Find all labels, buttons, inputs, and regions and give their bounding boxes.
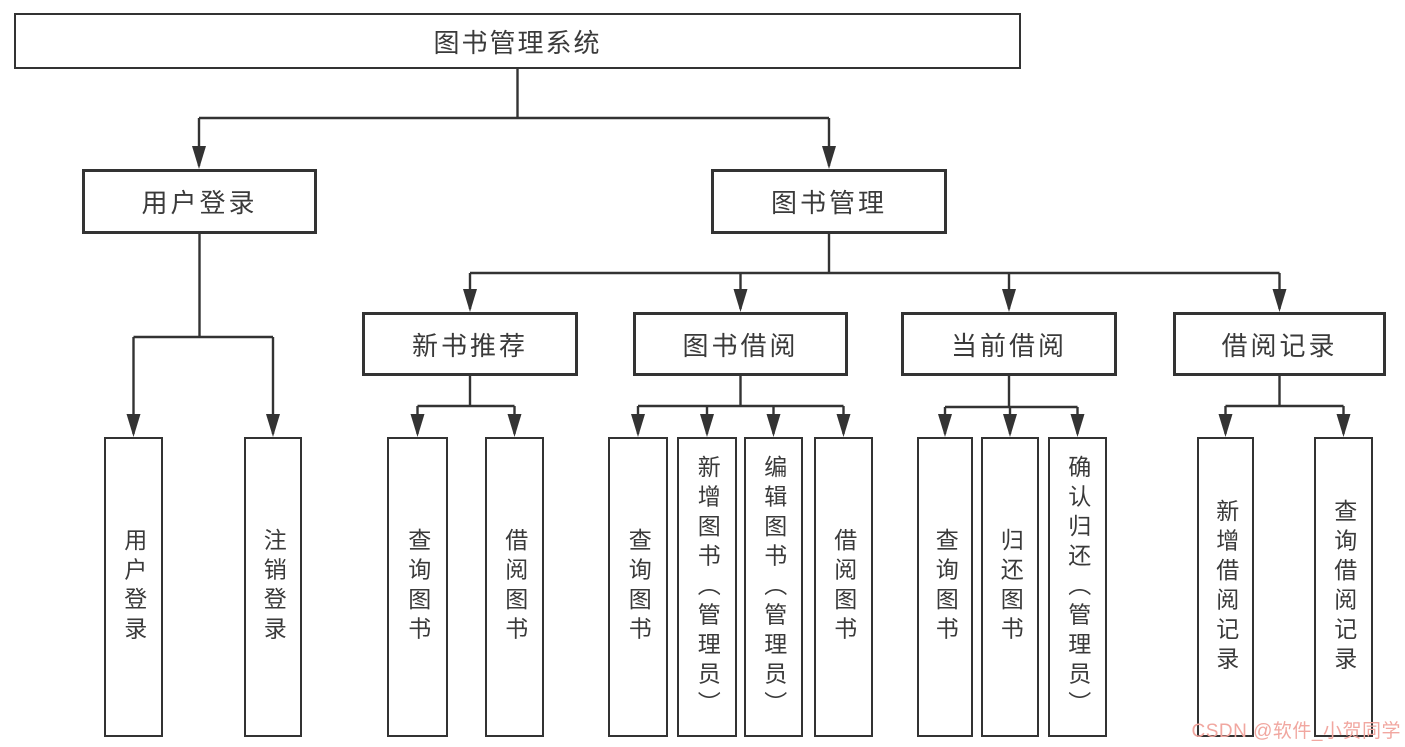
node-label: 当前借阅	[950, 330, 1067, 361]
leaf-query-books: 查询图书	[387, 437, 448, 737]
leaf-query-borrow-record: 查询借阅记录	[1314, 437, 1373, 737]
leaf-query-books: 查询图书	[608, 437, 668, 737]
edges-user-login-split	[126, 234, 280, 437]
node-label: 借阅记录	[1221, 330, 1338, 361]
edges-book-mgmt-split	[463, 234, 1287, 312]
leaf-label: 用户登录	[120, 528, 147, 646]
node-book-borrowing: 图书借阅	[633, 312, 848, 376]
leaf-label: 新增借阅记录	[1212, 498, 1239, 676]
leaf-label: 注销登录	[260, 528, 287, 646]
leaf-user-login: 用户登录	[104, 437, 163, 737]
leaf-confirm-return-admin: 确认归还（管理员）	[1048, 437, 1107, 737]
edges-book-borrow-split	[631, 376, 851, 437]
edges-borrow-records-split	[1218, 376, 1351, 437]
leaf-label: 查询借阅记录	[1330, 498, 1357, 676]
leaf-add-books-admin: 新增图书（管理员）	[677, 437, 737, 737]
edges-new-books-split	[410, 376, 522, 437]
node-new-book-recommend: 新书推荐	[362, 312, 578, 376]
node-label: 图书管理系统	[433, 27, 602, 58]
leaf-borrow-books: 借阅图书	[814, 437, 873, 737]
leaf-label: 查询图书	[404, 528, 431, 646]
leaf-label: 确认归还（管理员）	[1064, 454, 1091, 720]
leaf-add-borrow-record: 新增借阅记录	[1197, 437, 1254, 737]
node-book-management: 图书管理	[711, 169, 947, 234]
node-label: 图书借阅	[682, 330, 799, 361]
leaf-return-books: 归还图书	[981, 437, 1039, 737]
leaf-label: 查询图书	[932, 528, 959, 646]
node-borrow-records: 借阅记录	[1173, 312, 1386, 376]
csdn-watermark: CSDN @软件_小贺同学	[1191, 721, 1401, 742]
node-library-management-system: 图书管理系统	[14, 13, 1021, 69]
node-current-borrowing: 当前借阅	[901, 312, 1117, 376]
edges-current-borrow-split	[938, 376, 1085, 437]
leaf-label: 新增图书（管理员）	[694, 454, 721, 720]
node-label: 新书推荐	[411, 330, 528, 361]
leaf-label: 借阅图书	[501, 528, 528, 646]
node-user-login: 用户登录	[82, 169, 317, 234]
leaf-query-books: 查询图书	[917, 437, 973, 737]
edges-root-split	[192, 69, 836, 169]
leaf-borrow-books: 借阅图书	[485, 437, 544, 737]
node-label: 图书管理	[770, 188, 887, 218]
leaf-logout: 注销登录	[244, 437, 302, 737]
leaf-label: 归还图书	[997, 528, 1024, 646]
leaf-label: 编辑图书（管理员）	[760, 454, 787, 720]
leaf-label: 查询图书	[625, 528, 652, 646]
leaf-label: 借阅图书	[830, 528, 857, 646]
node-label: 用户登录	[141, 188, 258, 218]
leaf-edit-books-admin: 编辑图书（管理员）	[744, 437, 803, 737]
